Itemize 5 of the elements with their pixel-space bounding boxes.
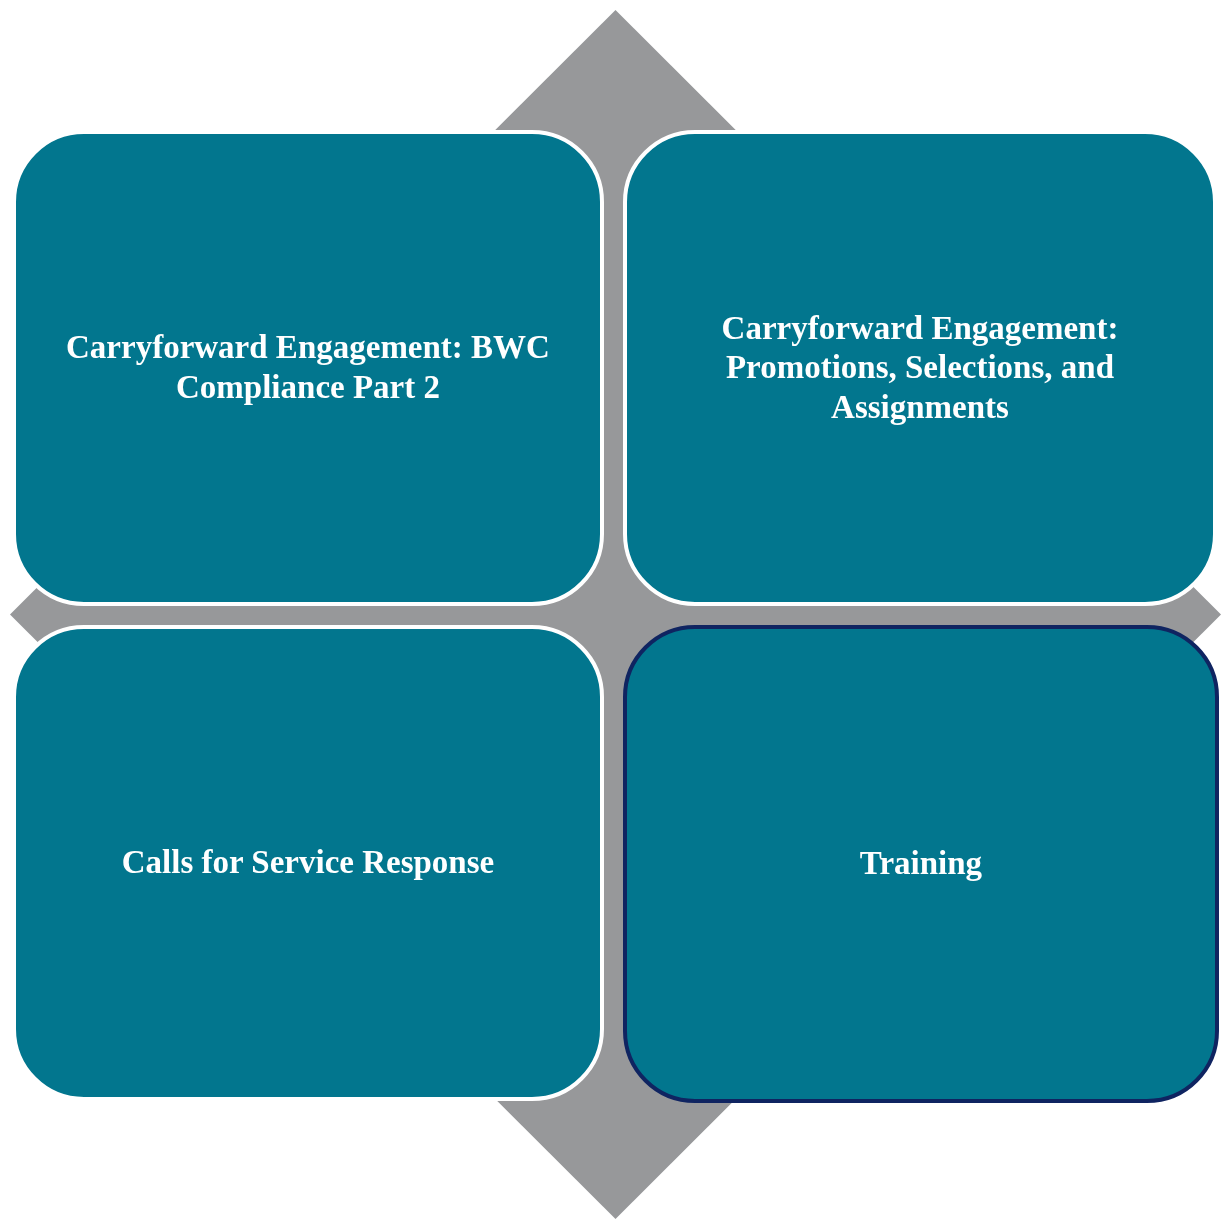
- box-label: Training: [859, 844, 983, 884]
- box-label: Carryforward Engagement: BWC Compliance Part 2: [65, 328, 551, 407]
- box-label: Calls for Service Response: [121, 843, 495, 883]
- box-label: Carryforward Engagement: Promotions, Selections, and Assignments: [720, 308, 1120, 427]
- rounded-box: [623, 625, 1219, 1103]
